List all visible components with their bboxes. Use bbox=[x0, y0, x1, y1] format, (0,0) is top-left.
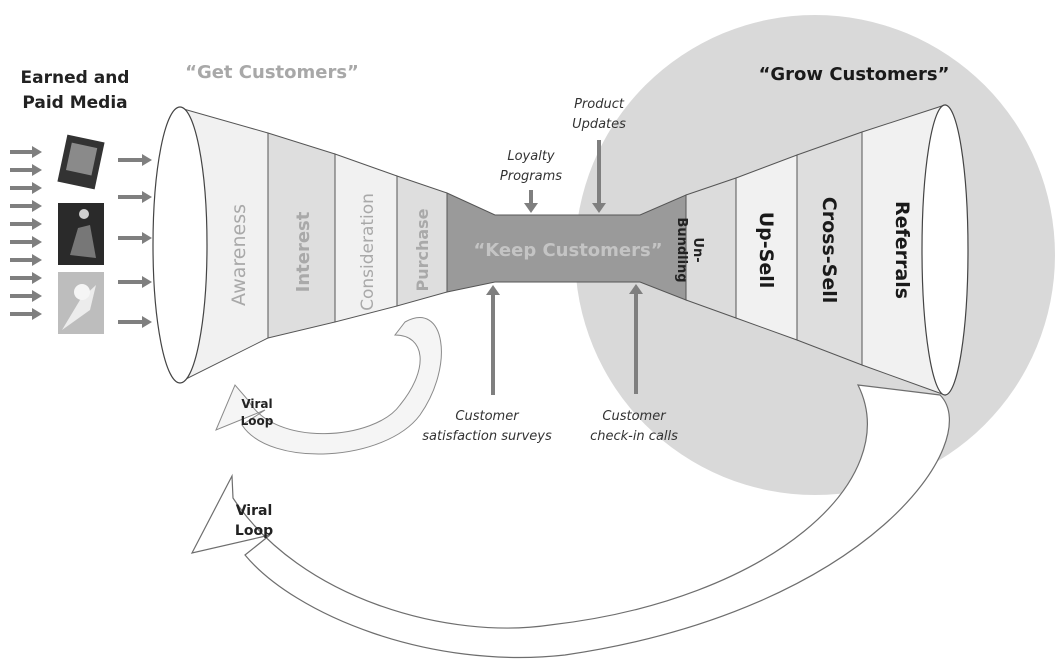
cross-sell-label: Cross-Sell bbox=[818, 197, 840, 303]
up-sell-label: Up-Sell bbox=[755, 212, 777, 289]
small-viral-loop-label-line2: Loop bbox=[241, 414, 274, 428]
loyalty-label-line2: Programs bbox=[500, 169, 562, 184]
media-title-line1: Earned and bbox=[21, 68, 130, 88]
loyalty-arrow bbox=[524, 190, 538, 213]
media-title-line2: Paid Media bbox=[22, 93, 127, 113]
unbundling-label-line1: Un- bbox=[690, 237, 705, 262]
small-viral-loop-arrow bbox=[215, 317, 442, 455]
loyalty-label-line1: Loyalty bbox=[507, 149, 555, 164]
large-viral-loop-label-line2: Loop bbox=[235, 523, 273, 539]
consideration-label: Consideration bbox=[358, 193, 378, 311]
satisfaction-arrow bbox=[486, 285, 500, 395]
checkin-label-line1: Customer bbox=[602, 409, 667, 424]
media-image-rider bbox=[58, 203, 104, 265]
product-updates-arrow bbox=[592, 140, 606, 213]
media-image-phone bbox=[57, 134, 105, 190]
purchase-label: Purchase bbox=[413, 208, 432, 291]
product-updates-label-line1: Product bbox=[574, 97, 625, 112]
get-funnel-mouth bbox=[152, 106, 208, 384]
get-customers-title: “Get Customers” bbox=[185, 62, 359, 83]
checkin-label-line2: check-in calls bbox=[590, 429, 678, 444]
media-arrows-left bbox=[10, 146, 42, 320]
satisfaction-label-line2: satisfaction surveys bbox=[422, 429, 552, 444]
product-updates-label-line2: Updates bbox=[572, 117, 626, 132]
satisfaction-label-line1: Customer bbox=[455, 409, 520, 424]
referrals-label: Referrals bbox=[891, 201, 913, 299]
small-viral-loop-label-line1: Viral bbox=[241, 397, 272, 411]
large-viral-loop-arrow bbox=[190, 384, 950, 659]
media-to-funnel-arrows bbox=[118, 154, 152, 328]
awareness-label: Awareness bbox=[228, 204, 250, 306]
unbundling-label-line2: Bundling bbox=[674, 217, 689, 282]
keep-customers-title: “Keep Customers” bbox=[473, 240, 662, 261]
media-image-splash bbox=[58, 272, 104, 334]
large-viral-loop-label-line1: Viral bbox=[236, 503, 273, 519]
checkin-arrow bbox=[629, 284, 643, 394]
interest-label: Interest bbox=[293, 211, 314, 292]
grow-customers-title: “Grow Customers” bbox=[759, 64, 950, 85]
grow-funnel-mouth bbox=[921, 104, 969, 396]
